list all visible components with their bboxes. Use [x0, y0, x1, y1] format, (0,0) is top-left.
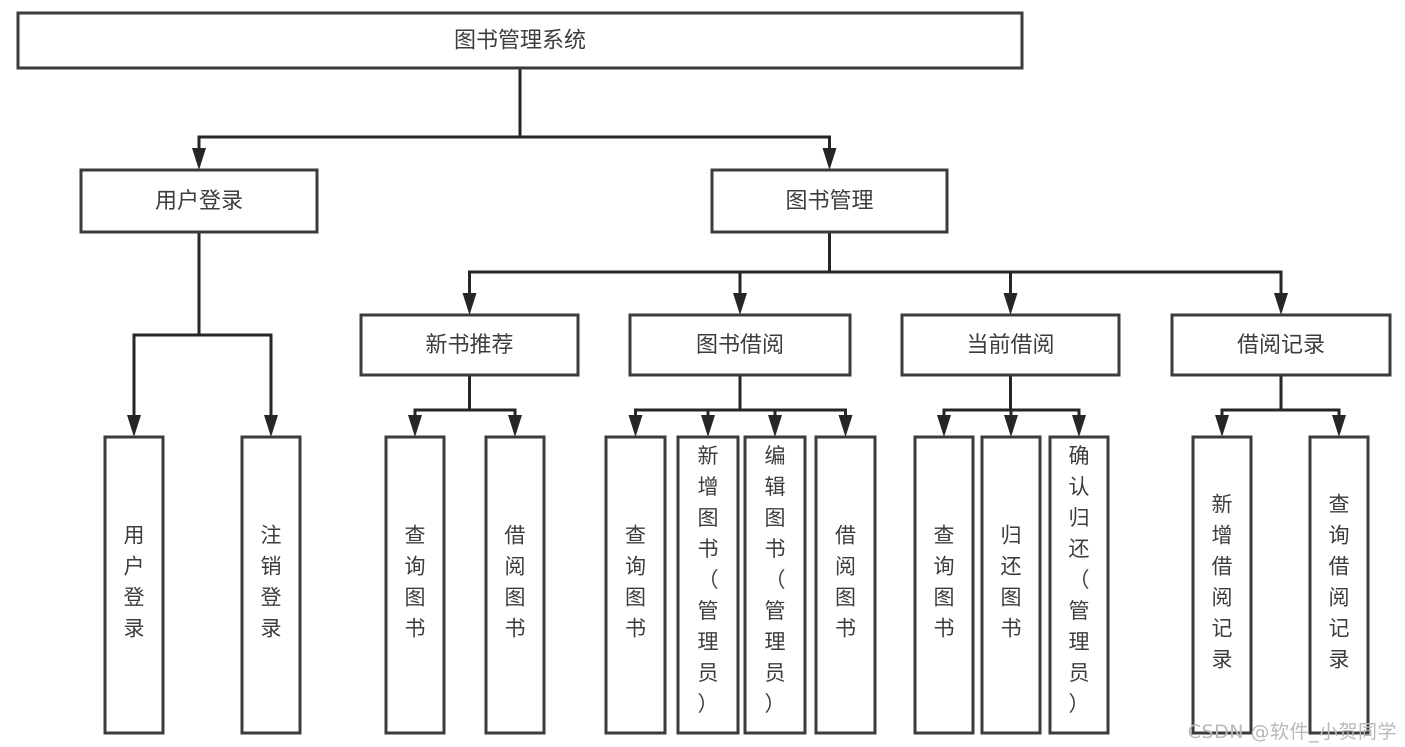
node-leaf-6[interactable]: 编辑图书（管理员） [743, 435, 807, 735]
node-leaf-2-label: 查询图书 [405, 524, 426, 641]
node-level3-1[interactable]: 图书借阅 [628, 313, 852, 377]
node-leaf-2-rect [384, 435, 446, 735]
node-leaf-4-rect [604, 435, 667, 735]
connectors-layer [127, 66, 1346, 437]
l3-3-arrow-0 [1215, 415, 1229, 437]
node-leaf-8-label: 查询图书 [934, 524, 955, 641]
l3-0-arrow-1 [508, 415, 522, 437]
l3-0-arrow-0 [408, 415, 422, 437]
node-leaf-7[interactable]: 借阅图书 [814, 435, 877, 735]
node-leaf-0-rect [103, 435, 165, 735]
node-level3-3-rect [1170, 313, 1392, 377]
node-leaf-12[interactable]: 查询借阅记录 [1308, 435, 1370, 735]
node-leaf-5-rect [676, 435, 740, 735]
node-leaf-7-label: 借阅图书 [835, 524, 856, 641]
l3-2-arrow-2 [1072, 415, 1086, 437]
node-leaf-10-rect [1048, 435, 1110, 735]
node-leaf-11[interactable]: 新增借阅记录 [1191, 435, 1253, 735]
node-leaf-8-rect [913, 435, 975, 735]
node-leaf-4-label: 查询图书 [625, 524, 646, 641]
node-leaf-9[interactable]: 归还图书 [980, 435, 1042, 735]
node-level2-1-label: 图书管理 [785, 189, 873, 214]
l3-1-arrow-0 [628, 415, 643, 437]
node-level3-2[interactable]: 当前借阅 [900, 313, 1121, 377]
book-mgmt-arrow-1 [733, 293, 747, 315]
node-level3-1-label: 图书借阅 [696, 333, 784, 358]
node-level3-2-rect [900, 313, 1121, 377]
l3-3-arrow-1 [1332, 415, 1346, 437]
node-leaf-11-rect [1191, 435, 1253, 735]
node-root-system-rect [16, 11, 1024, 70]
node-leaf-7-rect [814, 435, 877, 735]
book-mgmt-arrow-0 [462, 293, 477, 315]
node-leaf-4[interactable]: 查询图书 [604, 435, 667, 735]
nodes-layer: 图书管理系统用户登录图书管理新书推荐图书借阅当前借阅借阅记录用户登录注销登录查询… [16, 11, 1392, 735]
node-leaf-11-label: 新增借阅记录 [1212, 493, 1233, 672]
node-level2-0[interactable]: 用户登录 [79, 168, 319, 234]
node-level2-0-rect [79, 168, 319, 234]
l3-1-arrow-1 [701, 415, 715, 437]
watermark-label: CSDN @软件_小贺同学 [1187, 721, 1397, 743]
node-leaf-0-label: 用户登录 [124, 524, 145, 641]
node-leaf-1-label: 注销登录 [261, 524, 282, 641]
node-leaf-9-rect [980, 435, 1042, 735]
l3-2-arrow-0 [937, 415, 951, 437]
node-leaf-2[interactable]: 查询图书 [384, 435, 446, 735]
node-leaf-10-label: 确认归还（管理员） [1069, 444, 1090, 716]
node-level3-3[interactable]: 借阅记录 [1170, 313, 1392, 377]
l3-2-arrow-1 [1004, 415, 1018, 437]
node-leaf-5-label: 新增图书（管理员） [698, 444, 719, 716]
book-mgmt-arrow-3 [1274, 293, 1288, 315]
node-level3-3-label: 借阅记录 [1237, 333, 1325, 358]
node-leaf-8[interactable]: 查询图书 [913, 435, 975, 735]
node-leaf-1[interactable]: 注销登录 [240, 435, 302, 735]
node-leaf-3[interactable]: 借阅图书 [484, 435, 546, 735]
node-leaf-9-label: 归还图书 [1001, 524, 1022, 641]
node-leaf-3-rect [484, 435, 546, 735]
book-mgmt-arrow-2 [1003, 293, 1018, 315]
root-arrow-0 [192, 148, 206, 170]
node-leaf-5[interactable]: 新增图书（管理员） [676, 435, 740, 735]
node-level3-0-label: 新书推荐 [425, 333, 513, 358]
node-level3-1-rect [628, 313, 852, 377]
node-leaf-12-label: 查询借阅记录 [1329, 493, 1350, 672]
node-leaf-6-label: 编辑图书（管理员） [765, 444, 786, 716]
user-login-arrow-0 [127, 415, 141, 437]
node-level2-0-label: 用户登录 [155, 189, 243, 214]
node-root-system-label: 图书管理系统 [454, 29, 586, 54]
node-leaf-3-label: 借阅图书 [505, 524, 526, 641]
root-arrow-1 [822, 148, 837, 170]
node-leaf-12-rect [1308, 435, 1370, 735]
node-level2-1-rect [710, 168, 949, 234]
node-level2-1[interactable]: 图书管理 [710, 168, 949, 234]
node-level3-0-rect [359, 313, 580, 377]
node-leaf-6-rect [743, 435, 807, 735]
node-leaf-10[interactable]: 确认归还（管理员） [1048, 435, 1110, 735]
l3-1-arrow-2 [768, 415, 782, 437]
l3-1-arrow-3 [838, 415, 853, 437]
node-level3-0[interactable]: 新书推荐 [359, 313, 580, 377]
user-login-arrow-1 [264, 415, 278, 437]
node-root-system[interactable]: 图书管理系统 [16, 11, 1024, 70]
node-leaf-1-rect [240, 435, 302, 735]
node-level3-2-label: 当前借阅 [966, 333, 1054, 358]
node-leaf-0[interactable]: 用户登录 [103, 435, 165, 735]
